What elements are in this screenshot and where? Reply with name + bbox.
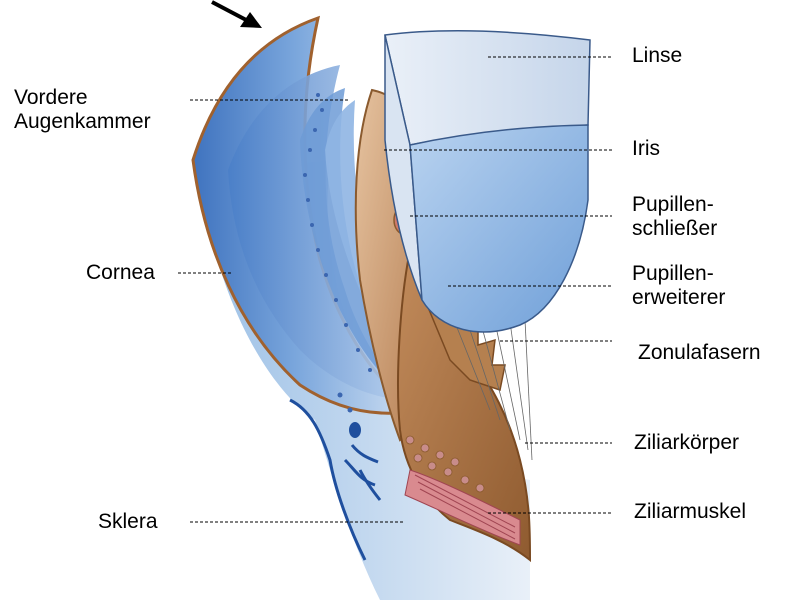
label-vordere-augenkammer: Vordere Augenkammer	[14, 86, 151, 134]
label-ziliarmuskel: Ziliarmuskel	[634, 500, 746, 524]
label-pupillenschliesser-line2: schließer	[632, 217, 717, 241]
label-pupillenerweiterer: Pupillen- erweiterer	[632, 262, 725, 310]
label-vordere-line1: Vordere	[14, 86, 151, 110]
label-pupillenschliesser-line1: Pupillen-	[632, 193, 717, 217]
label-pupillenschliesser: Pupillen- schließer	[632, 193, 717, 241]
label-linse: Linse	[632, 44, 682, 68]
label-sklera: Sklera	[98, 510, 158, 534]
label-cornea: Cornea	[86, 261, 155, 285]
label-pupillenerweiterer-line1: Pupillen-	[632, 262, 725, 286]
label-ziliarkoerper: Ziliarkörper	[634, 431, 739, 455]
label-zonulafasern: Zonulafasern	[638, 341, 761, 365]
label-iris: Iris	[632, 137, 660, 161]
label-pupillenerweiterer-line2: erweiterer	[632, 286, 725, 310]
label-vordere-line2: Augenkammer	[14, 110, 151, 134]
pointer-arrow	[212, 2, 262, 28]
